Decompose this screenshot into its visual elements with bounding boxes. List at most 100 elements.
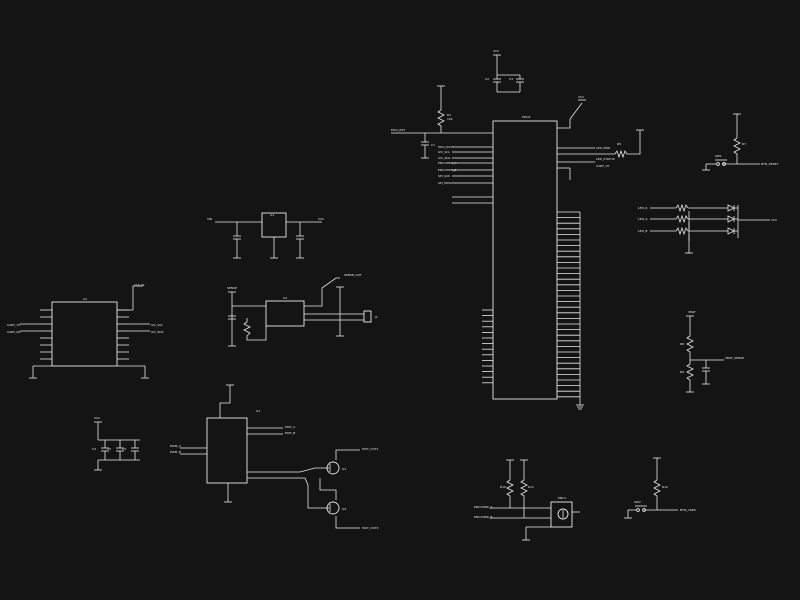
rgb-resistor [675, 214, 689, 224]
mcu-left-pin-label: SPI_MOSI [438, 181, 452, 185]
top-decoupling-caps: VCC C2 C3 [485, 49, 524, 93]
q2-emitter [335, 516, 360, 529]
btn2-gnd-wire [627, 509, 636, 518]
motor-driver-block: U4 PWM_A PWM_B MOT_A MOT_B Q1 Q2 MOT_OUT… [170, 384, 379, 530]
bdc-caps: C4 C5 C6 [92, 440, 139, 460]
btn2-res-ref: R12 [662, 485, 668, 489]
button-user-block: R12 BTN_USER SW2 [624, 457, 696, 519]
mcu-reset-wire [557, 102, 583, 129]
left-ic-out-label-1: I2C_SDA [151, 330, 165, 334]
amp-out-label: SENSE_OUT [344, 273, 362, 277]
enc-r1-ref: R10 [500, 485, 506, 489]
mcu-left-pin-label: I2C_SCL [438, 150, 450, 154]
transistor-q2 [326, 501, 340, 515]
left-ic-block: U2 CLK_IN UART_TX UART_RX I2C_SCL I2C_SD… [7, 283, 165, 379]
btn1-pullup [733, 137, 741, 164]
btn2-contact-b [642, 508, 646, 512]
btn1-net-label: BTN_RESET [761, 162, 778, 166]
left-ic-clk-wire [117, 285, 143, 311]
driver-to-q1 [247, 467, 329, 473]
rgb-pin-label: LED_B [638, 229, 647, 233]
driver-vcc-wire [219, 385, 231, 418]
amp-connector-label: J1 [374, 315, 378, 319]
left-ic-pins [20, 309, 150, 360]
bdc-vcc-label: VCC [94, 416, 100, 420]
enc-r2 [520, 479, 528, 518]
div-r-top-ref: R8 [680, 342, 684, 346]
rgb-resistor [675, 203, 689, 213]
driver-to-q2 [247, 477, 329, 509]
driver-body [206, 417, 248, 484]
bdc-cap-ref: C5 [107, 447, 111, 451]
enc-r2-ref: R11 [528, 485, 534, 489]
q-interconnect [319, 478, 337, 500]
bdc-cap-ref: C4 [92, 447, 96, 451]
motor-top-label: MOT_OUT1 [362, 447, 379, 451]
rgb-pin-label: LED_G [638, 217, 648, 221]
mcu-left-pin-label: ENCODER_B [438, 168, 456, 172]
rgb-diode [727, 204, 735, 212]
enc-r1 [506, 479, 514, 508]
mcu-vcc-label: VCC [578, 95, 584, 99]
driver-ref: U4 [256, 409, 260, 413]
div-r-bot [686, 360, 694, 392]
transistor-q1 [326, 461, 340, 475]
mcu-left-pin-label: I2C_SDA [438, 156, 452, 160]
div-net-label: VBAT_SENSE [725, 356, 744, 360]
left-ic-ref: U2 [83, 297, 87, 301]
mcu-led-res-ref: R5 [617, 142, 621, 146]
regulator-ref: U1 [270, 213, 274, 217]
reset-res-val: 10k [447, 117, 453, 121]
left-ic-clk-label: CLK_IN [134, 283, 144, 287]
amp-out-wire [304, 277, 340, 307]
mcu-block: MCU1 VCC MCU_RSTI2C_SCLI2C_SDAENCODER_AE… [438, 95, 644, 410]
rgb-net-label: VCC [771, 218, 777, 222]
left-ic-pin-label-1: UART_RX [7, 330, 21, 334]
reset-resistor [437, 109, 445, 133]
btn1-contact-a [716, 162, 720, 166]
reset-rc-network: R1 10k MCU_RST C1 [391, 85, 493, 159]
mcu-led-resistor [614, 130, 641, 159]
q2-ref: Q2 [342, 507, 346, 511]
amplifier-ref: U3 [283, 296, 287, 300]
btn1-contact-b [722, 162, 726, 166]
mcu-right-bus [557, 211, 580, 398]
btn2-pullup [653, 479, 661, 510]
div-r-bot-ref: R9 [680, 370, 684, 374]
amp-in-label: SENSE [227, 286, 237, 290]
div-top-label: VBAT [688, 310, 696, 314]
left-ic-out-label-0: I2C_SCL [151, 323, 163, 327]
driver-in-label-1: PWM_B [170, 450, 181, 454]
rgb-led-block: LED_R LED_G LED_B VCC [638, 203, 777, 254]
motor-bot-label: MOT_OUT2 [362, 526, 379, 530]
mcu-left-pin-label: ENCODER_A [438, 161, 457, 165]
driver-out-label-0: MOT_A [285, 425, 296, 429]
btn1-res-ref: R7 [742, 142, 746, 146]
rgb-pin-label: LED_R [638, 206, 647, 210]
rgb-diode [727, 227, 735, 235]
enc-net-a-label: ENCODER_A [474, 505, 493, 509]
encoder-body [550, 501, 573, 528]
rgb-rows: LED_R LED_G LED_B [638, 203, 738, 254]
reset-net-label: MCU_RST [391, 128, 405, 132]
tdc-c2-ref: C3 [509, 77, 513, 81]
voltage-divider-block: VBAT R8 VBAT_SENSE R9 [680, 310, 744, 393]
btn2-contact-a [636, 508, 640, 512]
mcu-left-pin-label: MCU_RST [438, 145, 452, 149]
encoder-block: R10 R11 ENCODER_A ENCODER_B ENC1 [474, 459, 580, 541]
encoder-ref: ENC1 [558, 496, 566, 500]
reset-res-ref: R1 [447, 113, 451, 117]
reg-in-label: VIN [207, 217, 212, 221]
btn1-ref: SW1 [715, 154, 722, 158]
btn2-net-label: BTN_USER [680, 508, 696, 512]
mcu-right-label-0: LED_PWR [596, 146, 610, 150]
reset-cap-ref: C1 [431, 143, 435, 147]
rgb-diode [727, 215, 735, 223]
mcu-right-label-1: LED_STATUS [596, 157, 615, 161]
bdc-cap-ref: C6 [122, 447, 126, 451]
tdc-c1-ref: C2 [485, 77, 489, 81]
q1-collector [335, 449, 360, 460]
mcu-left-pin-label: SPI_SCK [438, 174, 451, 178]
